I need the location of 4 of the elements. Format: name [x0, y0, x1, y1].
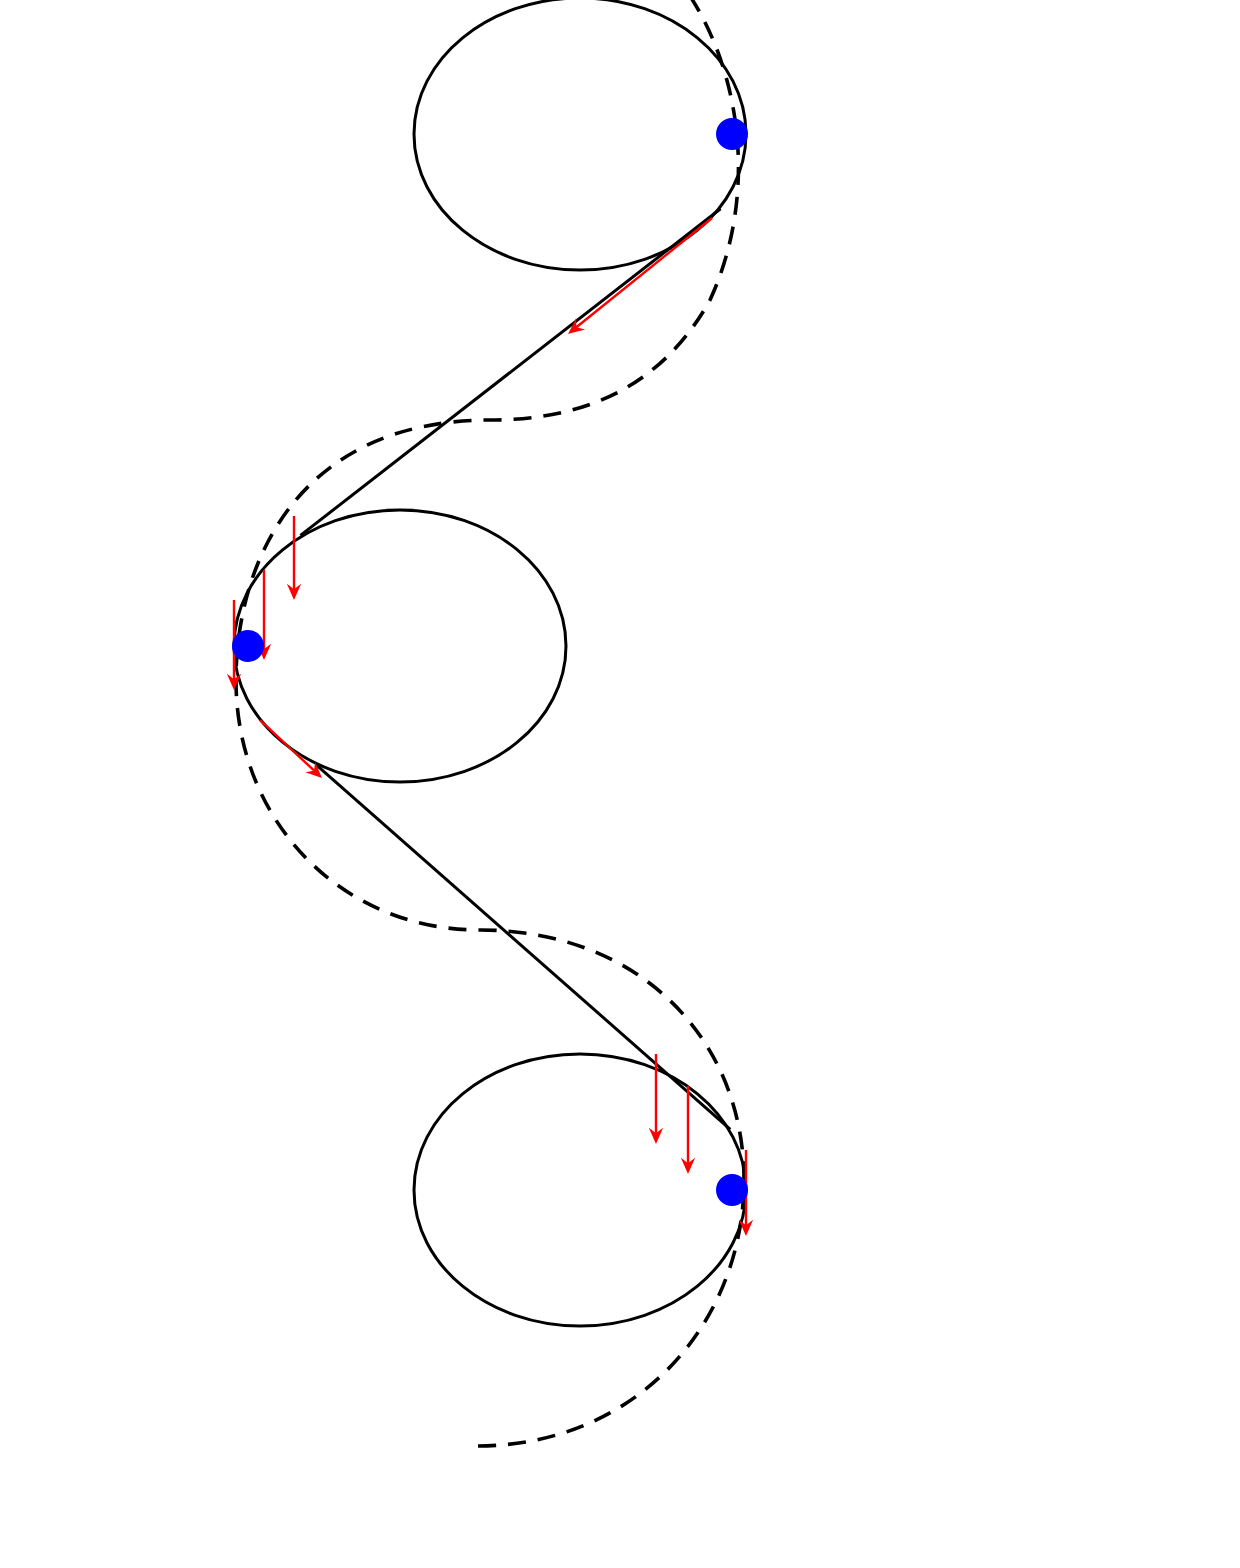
- tangent-line: [299, 207, 722, 537]
- ellipse-shape: [412, 1052, 748, 1328]
- ellipse-shape: [232, 508, 568, 784]
- tangent-line: [315, 764, 732, 1131]
